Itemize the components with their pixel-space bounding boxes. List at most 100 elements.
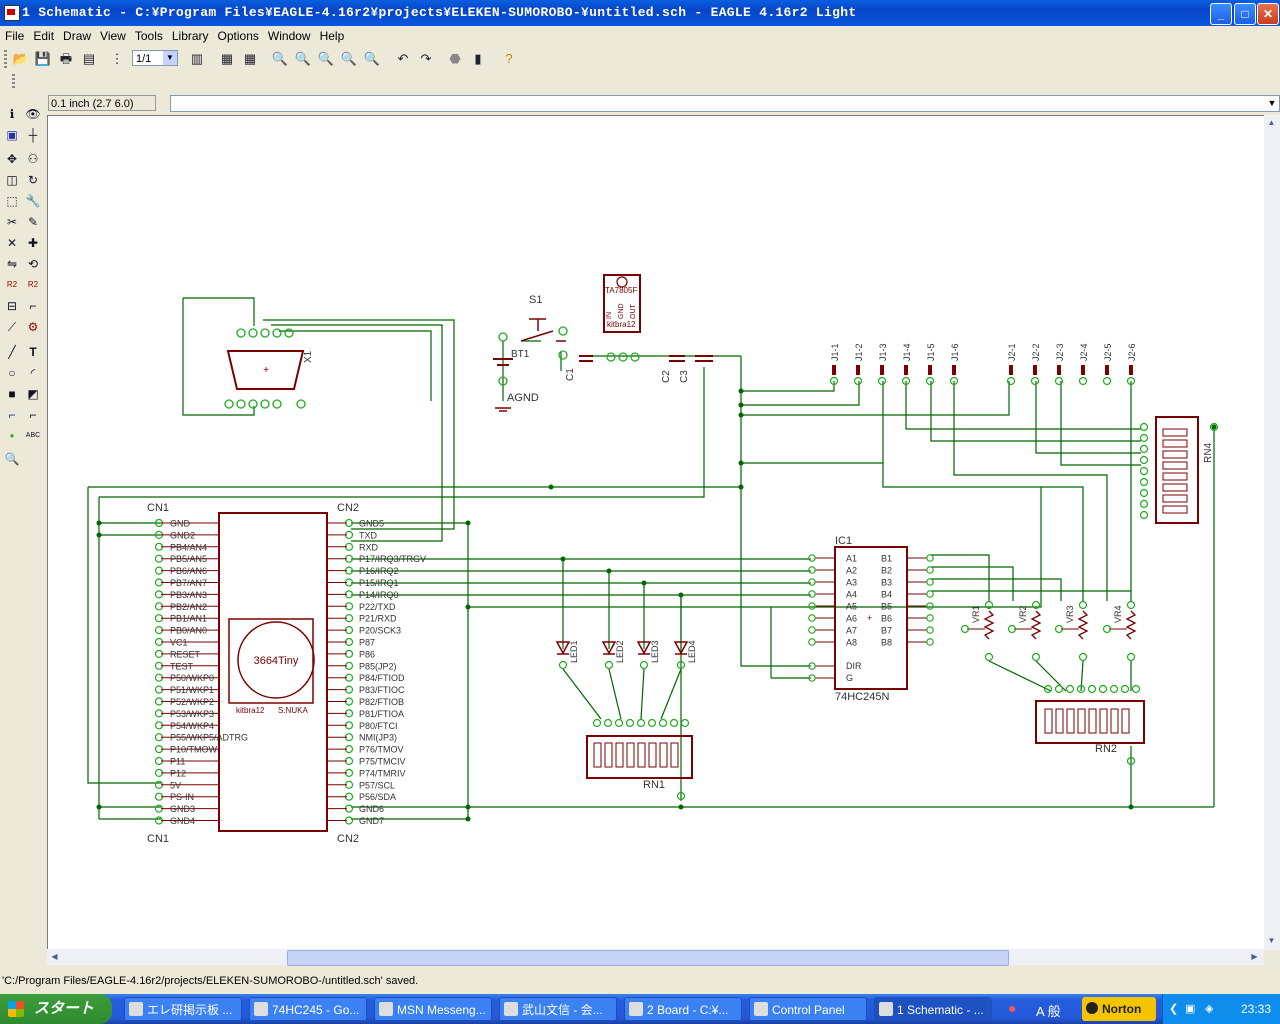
- volume-icon[interactable]: ◈: [1205, 1003, 1214, 1015]
- vr-pad[interactable]: [1031, 600, 1041, 610]
- tray-app-icon[interactable]: ●: [1008, 1000, 1017, 1016]
- rn1-pad[interactable]: [592, 718, 602, 728]
- led-pad[interactable]: [639, 660, 649, 670]
- pinswap-icon[interactable]: ⇋: [6, 257, 18, 271]
- ic1-a-pad[interactable]: [808, 638, 816, 646]
- vr-pad[interactable]: [1007, 624, 1017, 634]
- zoom-redraw-icon[interactable]: 🔍: [340, 51, 358, 66]
- rn1-pad[interactable]: [658, 718, 668, 728]
- ic1-b-pad[interactable]: [926, 578, 934, 586]
- info-icon[interactable]: ℹ: [9, 107, 15, 121]
- toolbar-grip[interactable]: [4, 50, 7, 68]
- library-icon[interactable]: ▥: [190, 51, 204, 66]
- vr-pad[interactable]: [1078, 652, 1088, 662]
- show-icon[interactable]: 👁: [25, 107, 41, 121]
- task-button-6[interactable]: Control Panel: [749, 997, 867, 1021]
- vr-pad[interactable]: [1126, 600, 1136, 610]
- led-pad[interactable]: [604, 660, 614, 670]
- start-button[interactable]: スタート: [0, 994, 112, 1024]
- junction-icon[interactable]: •: [9, 429, 15, 443]
- undo-icon[interactable]: ↶: [397, 51, 409, 66]
- task-button-1[interactable]: エレ研掲示板 ...: [124, 997, 242, 1021]
- task-button-5[interactable]: 2 Board - C:¥...: [624, 997, 742, 1021]
- ime-indicator[interactable]: A 般: [1036, 1004, 1061, 1019]
- jumper-pad[interactable]: [1126, 376, 1136, 386]
- vr-pad[interactable]: [960, 624, 970, 634]
- jumper-pad[interactable]: [1006, 376, 1016, 386]
- rn4-pad[interactable]: [1139, 477, 1149, 487]
- delete-icon[interactable]: ✕: [6, 236, 18, 250]
- print-icon[interactable]: 🖶: [59, 51, 73, 66]
- net-icon[interactable]: ⌐: [29, 408, 37, 422]
- resistor-network-rn2[interactable]: RN2: [1035, 684, 1145, 766]
- eagle-app-icon[interactable]: [4, 5, 20, 21]
- rn2-pad[interactable]: [1054, 684, 1064, 694]
- replace-icon[interactable]: ⟲: [27, 257, 39, 271]
- move-icon[interactable]: ✥: [6, 152, 18, 166]
- scroll-left-icon[interactable]: ◀: [51, 952, 58, 961]
- circle-icon[interactable]: ○: [8, 366, 16, 380]
- ic1-b-pad[interactable]: [926, 566, 934, 574]
- menu-edit[interactable]: Edit: [33, 29, 55, 43]
- zoom-select[interactable]: 1/1▼: [132, 50, 178, 66]
- rn2-pad[interactable]: [1065, 684, 1075, 694]
- toolbar-grip-2[interactable]: [12, 74, 15, 90]
- chevron-down-icon[interactable]: ▼: [163, 51, 177, 65]
- jumper-pad[interactable]: [853, 376, 863, 386]
- scroll-right-icon[interactable]: ▶: [1251, 952, 1258, 961]
- task-button-2[interactable]: 74HC245 - Go...: [249, 997, 367, 1021]
- module-3664tiny[interactable]: 3664Tiny kitbra12 S.NUKA: [228, 618, 315, 715]
- stop-icon[interactable]: ⬣: [449, 51, 461, 66]
- connector-cn1[interactable]: CN1 CN1 CN2 CN2 GNDGND2PB4/AN4PB5/AN5PB6…: [147, 502, 426, 845]
- ic1-a-pad[interactable]: [808, 602, 816, 610]
- ic1-ctrl-pad[interactable]: [808, 674, 816, 682]
- rn2-pad[interactable]: [1131, 684, 1141, 694]
- add-icon[interactable]: ✚: [27, 236, 39, 250]
- tray-expand-icon[interactable]: ❮: [1169, 1003, 1179, 1015]
- polygon-icon[interactable]: ◩: [27, 387, 39, 401]
- task-button-7[interactable]: 1 Schematic - ...: [874, 997, 992, 1021]
- resistor-network-rn4[interactable]: RN4: [1139, 416, 1219, 524]
- rn4-pad[interactable]: [1139, 444, 1149, 454]
- jumper-pad[interactable]: [901, 376, 911, 386]
- led-pad[interactable]: [676, 660, 686, 670]
- ic1-b-pad[interactable]: [926, 626, 934, 634]
- menu-options[interactable]: Options: [217, 29, 259, 43]
- vr-pad[interactable]: [1126, 652, 1136, 662]
- capacitors[interactable]: C1 C2 C3: [565, 355, 713, 383]
- mark-icon[interactable]: ┼: [28, 128, 38, 142]
- vr-pad[interactable]: [984, 652, 994, 662]
- text-icon[interactable]: T: [29, 345, 37, 359]
- change-icon[interactable]: 🔧: [25, 194, 41, 208]
- open-icon[interactable]: 📂: [12, 51, 30, 66]
- ulp-icon[interactable]: ▦: [243, 51, 257, 66]
- horizontal-scrollbar[interactable]: ◀ ▶: [47, 949, 1264, 966]
- ic1-ctrl-pad[interactable]: [808, 662, 816, 670]
- ic1-b-pad[interactable]: [926, 602, 934, 610]
- rn1-pad[interactable]: [647, 718, 657, 728]
- zoom-fit-icon[interactable]: 🔍: [271, 51, 289, 66]
- grid-icon[interactable]: ⋮: [110, 51, 124, 66]
- vertical-scrollbar[interactable]: ▲ ▼: [1264, 115, 1280, 950]
- rn4-pad[interactable]: [1139, 488, 1149, 498]
- ic1-b-pad[interactable]: [926, 614, 934, 622]
- rn1-pad[interactable]: [636, 718, 646, 728]
- ic1-a-pad[interactable]: [808, 614, 816, 622]
- scroll-up-icon[interactable]: ▲: [1267, 118, 1276, 127]
- rn1-pad[interactable]: [680, 718, 690, 728]
- jumper-pad[interactable]: [1054, 376, 1064, 386]
- rn4-common-pad[interactable]: [1209, 422, 1219, 432]
- rn4-pad[interactable]: [1139, 455, 1149, 465]
- task-button-3[interactable]: MSN Messeng...: [374, 997, 492, 1021]
- rn2-common-pad[interactable]: [1126, 756, 1136, 766]
- vr-pad[interactable]: [1078, 600, 1088, 610]
- rotate-icon[interactable]: ↻: [27, 173, 39, 187]
- minimize-button[interactable]: _: [1210, 3, 1232, 25]
- copy-icon[interactable]: ⚇: [27, 152, 39, 166]
- jumper-pad[interactable]: [925, 376, 935, 386]
- split-icon[interactable]: ⟋: [7, 320, 17, 334]
